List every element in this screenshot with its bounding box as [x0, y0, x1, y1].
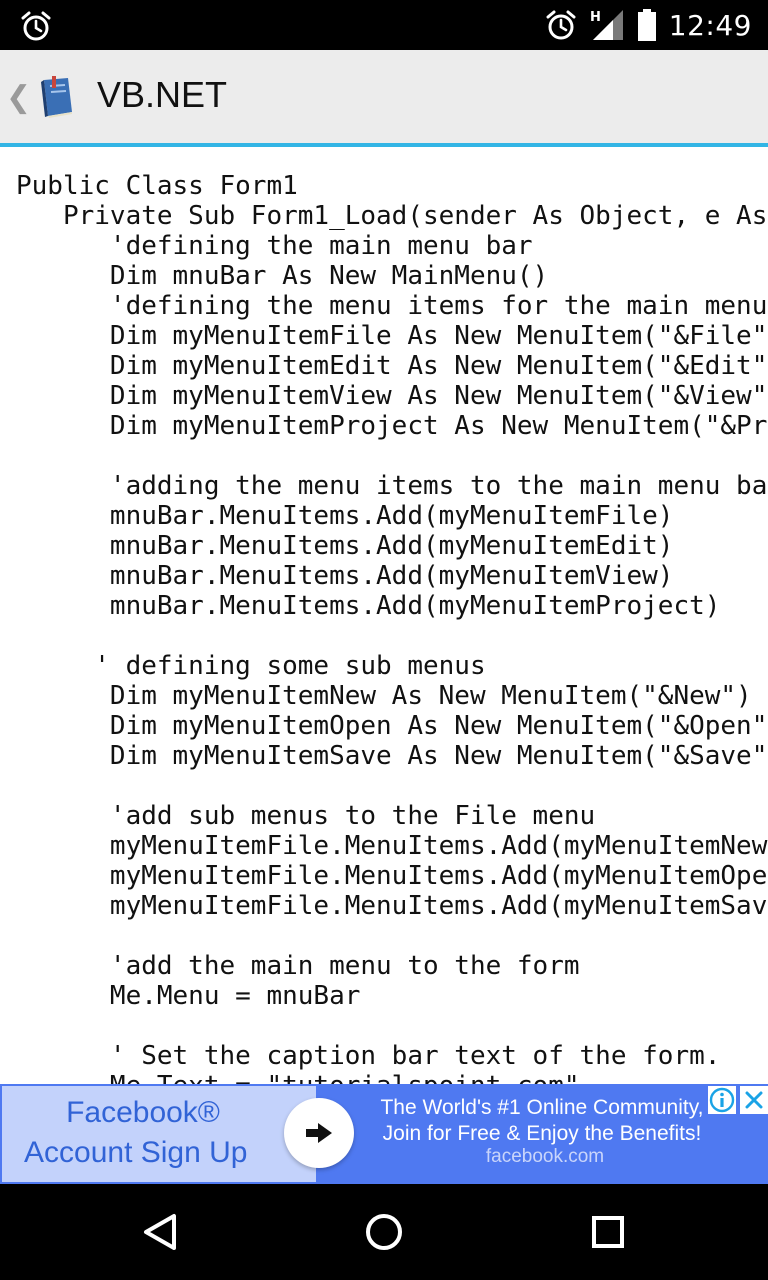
- ad-arrow-button[interactable]: [284, 1098, 354, 1168]
- ad-tagline-2: Join for Free & Enjoy the Benefits!: [382, 1122, 702, 1145]
- arrow-right-icon: [306, 1123, 332, 1143]
- signal-icon: H: [590, 10, 623, 40]
- code-content: Public Class Form1 Private Sub Form1_Loa…: [0, 147, 768, 1084]
- action-bar: ❮ VB.NET: [0, 50, 768, 147]
- alarm-icon: [546, 10, 576, 40]
- back-triangle-icon[interactable]: [136, 1208, 184, 1256]
- status-time: 12:49: [668, 8, 752, 42]
- ad-info-icon[interactable]: [708, 1086, 736, 1114]
- home-circle-icon[interactable]: [360, 1208, 408, 1256]
- ad-headline: Facebook®: [66, 1096, 220, 1129]
- back-chevron-icon[interactable]: ❮: [6, 80, 32, 115]
- code-line: myMenuItemFile.MenuItems.Add(myMenuItemN…: [16, 831, 768, 861]
- code-line: Dim mnuBar As New MainMenu(): [16, 261, 549, 291]
- code-line: Dim myMenuItemSave As New MenuItem("&Sav…: [16, 741, 768, 771]
- code-line: 'defining the main menu bar: [16, 231, 533, 261]
- battery-icon: [637, 9, 656, 41]
- ad-url: facebook.com: [485, 1146, 605, 1167]
- alarm-icon: [21, 11, 51, 41]
- code-line: mnuBar.MenuItems.Add(myMenuItemView): [16, 561, 674, 591]
- code-line: Public Class Form1: [16, 171, 298, 201]
- ad-banner[interactable]: Facebook® Account Sign Up The World's #1…: [0, 1084, 768, 1184]
- navigation-bar: [0, 1184, 768, 1280]
- code-line: mnuBar.MenuItems.Add(myMenuItemProject): [16, 591, 721, 621]
- code-line: myMenuItemFile.MenuItems.Add(myMenuItemS…: [16, 891, 768, 921]
- code-line: ' defining some sub menus: [16, 651, 486, 681]
- code-line: 'defining the menu items for the main me…: [16, 291, 768, 321]
- book-icon[interactable]: [38, 76, 76, 118]
- code-line: Private Sub Form1_Load(sender As Object,…: [16, 201, 768, 231]
- code-line: Dim myMenuItemOpen As New MenuItem("&Ope…: [16, 711, 768, 741]
- code-line: 'add sub menus to the File menu: [16, 801, 596, 831]
- code-line: ' Set the caption bar text of the form.: [16, 1041, 721, 1071]
- accent-divider: [0, 143, 768, 147]
- code-line: mnuBar.MenuItems.Add(myMenuItemEdit): [16, 531, 674, 561]
- code-line: mnuBar.MenuItems.Add(myMenuItemFile): [16, 501, 674, 531]
- code-line: Dim myMenuItemNew As New MenuItem("&New"…: [16, 681, 752, 711]
- code-line: Me.Menu = mnuBar: [16, 981, 361, 1011]
- ad-subheadline: Account Sign Up: [24, 1136, 248, 1169]
- code-line: Dim myMenuItemEdit As New MenuItem("&Edi…: [16, 351, 768, 381]
- code-line: 'add the main menu to the form: [16, 951, 580, 981]
- code-line: Dim myMenuItemView As New MenuItem("&Vie…: [16, 381, 768, 411]
- code-line: Dim myMenuItemProject As New MenuItem("&…: [16, 411, 768, 441]
- status-icons: H 12:49: [545, 0, 752, 50]
- ad-tagline: The World's #1 Online Community,: [380, 1096, 704, 1119]
- status-bar: H 12:49: [0, 0, 768, 50]
- recents-square-icon[interactable]: [584, 1208, 632, 1256]
- code-line: Me.Text = "tutorialspoint.com": [16, 1071, 580, 1084]
- ad-left-panel[interactable]: Facebook® Account Sign Up: [2, 1086, 316, 1182]
- network-type-label: H: [590, 10, 601, 25]
- page-title: VB.NET: [97, 74, 228, 115]
- code-line: myMenuItemFile.MenuItems.Add(myMenuItemO…: [16, 861, 768, 891]
- ad-close-icon[interactable]: [740, 1086, 768, 1114]
- code-line: 'adding the menu items to the main menu …: [16, 471, 768, 501]
- code-line: Dim myMenuItemFile As New MenuItem("&Fil…: [16, 321, 768, 351]
